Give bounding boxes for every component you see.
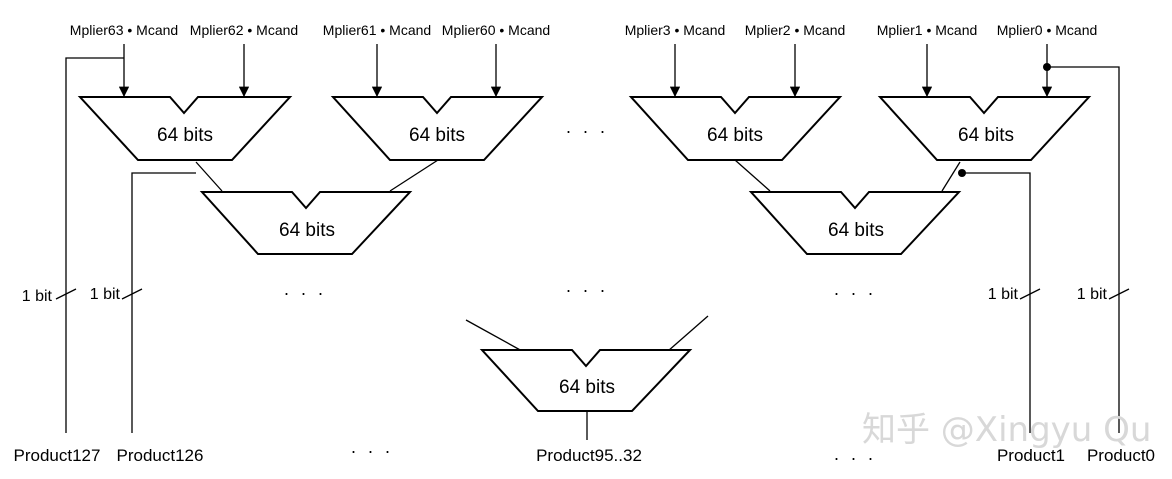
bit-label-product127: 1 bit [22, 288, 53, 305]
slash-product126 [121, 288, 143, 300]
output-label-product127: Product127 [14, 446, 101, 465]
slash-product127 [55, 288, 77, 300]
wire-a2-to-b1 [389, 159, 439, 192]
output-label-product0: Product0 [1087, 446, 1155, 465]
ellipsis-mid-center: · · · [566, 280, 609, 300]
input-label-mplier3: Mplier3 • Mcand [625, 22, 726, 38]
junction-dot-a4 [958, 169, 966, 177]
adder-level2-right [748, 191, 962, 255]
input-label-mplier0: Mplier0 • Mcand [997, 22, 1098, 38]
wire-into-final-right [667, 315, 709, 352]
ellipsis-bottom-left: · · · [351, 441, 394, 461]
adder-label-final: 64 bits [559, 377, 615, 398]
ellipsis-mid-left: · · · [284, 283, 327, 303]
adder-63-62 [77, 96, 293, 161]
watermark: 知乎 @Xingyu Qu [862, 410, 1151, 450]
ellipsis-bottom-right: · · · [834, 448, 877, 468]
adder-label-level2-right: 64 bits [828, 220, 884, 241]
bit-label-product0: 1 bit [1077, 286, 1108, 303]
wire-product0 [1047, 66, 1120, 433]
adder-level2-left [199, 191, 413, 255]
adder-label-3-2: 64 bits [707, 125, 763, 146]
adder-label-61-60: 64 bits [409, 125, 465, 146]
ellipsis-mid-right: · · · [834, 283, 877, 303]
bit-label-product126: 1 bit [90, 286, 121, 303]
input-label-mplier61: Mplier61 • Mcand [323, 22, 431, 38]
ellipsis-top: · · · [566, 121, 609, 141]
bit-label-product1: 1 bit [988, 286, 1019, 303]
adder-3-2 [628, 96, 843, 161]
wire-a3-to-b2 [734, 159, 771, 192]
input-label-mplier62: Mplier62 • Mcand [190, 22, 298, 38]
slash-product0 [1108, 288, 1130, 300]
adder-label-1-0: 64 bits [958, 125, 1014, 146]
adder-61-60 [330, 96, 545, 161]
wire-into-final-left [465, 319, 523, 352]
adder-label-63-62: 64 bits [157, 125, 213, 146]
junction-dot-mplier0 [1043, 63, 1051, 71]
input-label-mplier60: Mplier60 • Mcand [442, 22, 550, 38]
wire-a4-to-b2 [941, 161, 961, 192]
wire-a1-to-b1 [195, 161, 223, 192]
output-label-product-mid: Product95..32 [536, 446, 642, 465]
wire-product127 [65, 57, 124, 433]
output-label-product126: Product126 [117, 446, 204, 465]
adder-final [479, 349, 693, 412]
input-label-mplier1: Mplier1 • Mcand [877, 22, 978, 38]
adder-label-level2-left: 64 bits [279, 220, 335, 241]
wire-product126 [131, 172, 196, 433]
adder-1-0 [877, 96, 1092, 161]
slash-product1 [1019, 288, 1041, 300]
input-label-mplier2: Mplier2 • Mcand [745, 22, 846, 38]
wire-product1 [962, 172, 1031, 433]
output-label-product1: Product1 [997, 446, 1065, 465]
input-label-mplier63: Mplier63 • Mcand [70, 22, 178, 38]
